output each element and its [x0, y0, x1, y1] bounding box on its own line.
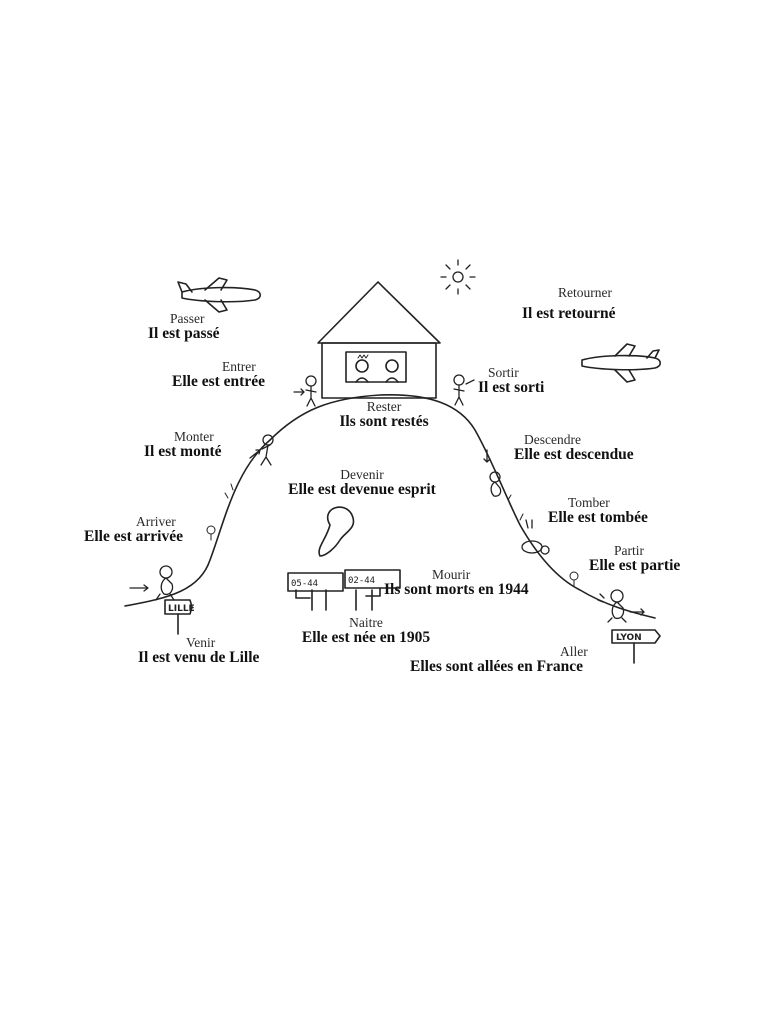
- airplane-icon: [177, 277, 262, 313]
- infinitive: Passer: [170, 311, 205, 326]
- infinitive: Aller: [560, 644, 588, 659]
- infinitive: Entrer: [222, 359, 256, 374]
- verb-label-tomber: Tomber Elle est tombée: [548, 495, 648, 526]
- house-icon: [317, 281, 441, 399]
- verb-label-retourner: Retourner Il est retourné: [522, 285, 616, 322]
- past-sentence: Ils sont restés: [339, 413, 429, 431]
- past-sentence: Elle est partie: [589, 557, 681, 575]
- infinitive: Retourner: [558, 285, 612, 300]
- verb-label-rester: Rester Ils sont restés: [339, 399, 429, 431]
- verb-label-partir: Partir Elle est partie: [589, 543, 680, 574]
- infinitive: Devenir: [340, 467, 384, 482]
- signpost-icon: [611, 629, 661, 664]
- past-sentence: Il est retourné: [522, 305, 616, 323]
- verb-label-venir: Venir Il est venu de Lille: [138, 635, 259, 666]
- verb-label-mourir: Mourir Ils sont morts en 1944: [384, 567, 529, 598]
- past-sentence: Elle est née en 1905: [301, 629, 431, 647]
- hill-outline: [124, 394, 656, 619]
- infinitive: Descendre: [524, 432, 581, 447]
- past-sentence: Il est sorti: [478, 379, 545, 397]
- infinitive: Arriver: [136, 514, 176, 529]
- sun-icon: [440, 259, 476, 295]
- verb-label-entrer: Entrer Elle est entrée: [172, 359, 265, 390]
- lyon-sign-text: LYON: [616, 633, 642, 643]
- infinitive: Tomber: [568, 495, 610, 510]
- gravestone-icon: [287, 569, 401, 611]
- grass-ticks: [224, 483, 524, 521]
- ghost-icon: [318, 506, 355, 557]
- stick-figure-icon: [129, 374, 645, 623]
- infinitive: Venir: [186, 635, 216, 650]
- past-sentence: Il est monté: [144, 443, 222, 461]
- verb-label-arriver: Arriver Elle est arrivée: [84, 514, 183, 545]
- verb-label-passer: Passer Il est passé: [148, 311, 219, 342]
- grave-date-left: 05-44: [291, 579, 318, 589]
- lille-sign-text: LILLE: [168, 604, 195, 614]
- past-sentence: Elle est arrivée: [84, 528, 183, 546]
- infinitive: Mourir: [432, 567, 471, 582]
- flower-icon: [206, 525, 579, 587]
- verb-label-descendre: Descendre Elle est descendue: [514, 432, 634, 463]
- infinitive: Sortir: [488, 365, 519, 380]
- past-sentence: Elle est tombée: [548, 509, 648, 527]
- verb-label-devenir: Devenir Elle est devenue esprit: [288, 467, 436, 499]
- infinitive: Naitre: [349, 615, 383, 630]
- signpost-icon: [164, 599, 193, 635]
- airplane-icon: [581, 343, 662, 383]
- verb-label-monter: Monter Il est monté: [144, 429, 222, 460]
- past-sentence: Elle est descendue: [514, 446, 634, 464]
- verb-label-sortir: Sortir Il est sorti: [478, 365, 544, 396]
- past-sentence: Il est venu de Lille: [138, 649, 260, 667]
- infinitive: Partir: [614, 543, 644, 558]
- past-sentence: Il est passé: [148, 325, 220, 343]
- past-sentence: Elles sont allées en France: [410, 658, 584, 676]
- grave-date-right: 02-44: [348, 576, 375, 586]
- past-sentence: Ils sont morts en 1944: [384, 581, 529, 599]
- verb-label-aller: Aller Elles sont allées en France: [410, 644, 588, 675]
- past-sentence: Elle est entrée: [172, 373, 265, 391]
- infinitive: Monter: [174, 429, 214, 444]
- infinitive: Rester: [366, 399, 402, 414]
- verb-label-naitre: Naitre Elle est née en 1905: [301, 615, 431, 647]
- past-sentence: Elle est devenue esprit: [288, 481, 436, 499]
